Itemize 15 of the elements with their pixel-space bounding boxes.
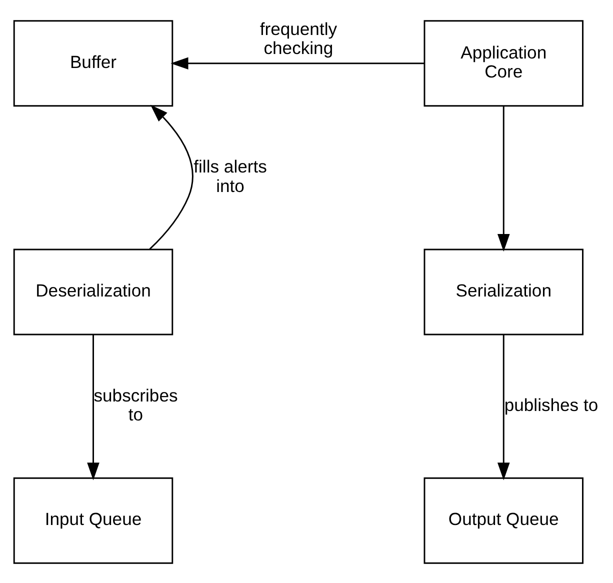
edge-label: frequently checking — [260, 18, 338, 58]
arrow — [497, 334, 510, 480]
edge-label: publishes to — [504, 394, 598, 414]
node-box: Buffer — [13, 20, 174, 106]
edge-label: subscribes to — [94, 384, 178, 424]
edge-label: fills alerts into — [194, 156, 267, 196]
node-box: Deserialization — [13, 248, 174, 335]
node-box: Input Queue — [13, 476, 174, 564]
node-box: Serialization — [424, 248, 584, 335]
arrow — [87, 334, 100, 480]
arrow — [497, 106, 510, 252]
node-box: Application Core — [424, 20, 584, 106]
arrow — [149, 104, 194, 250]
arrow — [170, 56, 424, 70]
node-box: Output Queue — [424, 476, 584, 564]
